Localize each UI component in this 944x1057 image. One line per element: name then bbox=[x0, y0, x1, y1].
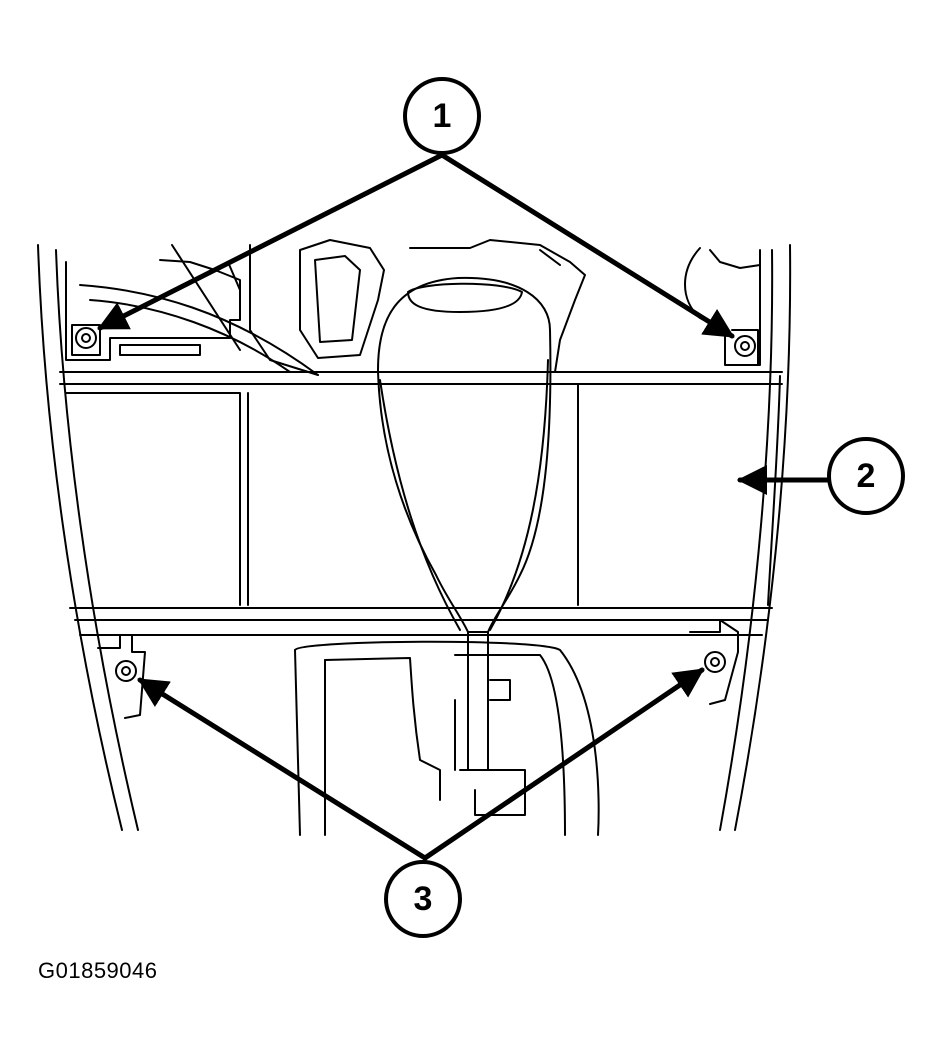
callout-2-label: 2 bbox=[857, 457, 876, 495]
shift-mechanism-block bbox=[299, 239, 385, 359]
callout-2: 2 bbox=[827, 437, 905, 515]
console-right-outer-edge bbox=[734, 244, 792, 831]
upper-right-bracket bbox=[684, 247, 761, 366]
shifter-shaft bbox=[467, 631, 489, 771]
shift-knob-cap bbox=[407, 282, 523, 313]
shift-gate-plate bbox=[294, 640, 600, 836]
console-left-outer-edge bbox=[37, 244, 123, 831]
callout-1-label: 1 bbox=[433, 97, 452, 135]
shift-knob bbox=[377, 276, 552, 633]
trim-panel-left-compartment bbox=[65, 392, 241, 606]
screw-upper-left bbox=[75, 327, 97, 349]
leader-arrow-3-left bbox=[137, 677, 428, 861]
callout-3-label: 3 bbox=[414, 880, 433, 918]
figure-id: G01859046 bbox=[38, 958, 158, 983]
lower-right-tab bbox=[689, 619, 739, 705]
leader-arrow-1-right bbox=[439, 152, 735, 339]
trim-panel-right-edge bbox=[767, 375, 781, 606]
screw-lower-right bbox=[704, 651, 726, 673]
console-left-inner-edge bbox=[55, 249, 139, 831]
screw-lower-left bbox=[115, 660, 137, 682]
callout-3: 3 bbox=[384, 860, 462, 938]
console-right-inner-edge bbox=[719, 249, 774, 831]
screw-upper-right bbox=[734, 335, 756, 357]
leader-arrow-3-right bbox=[422, 667, 705, 861]
callout-1: 1 bbox=[403, 77, 481, 155]
leader-arrow-1-left bbox=[97, 152, 445, 331]
upper-left-bracket bbox=[65, 259, 241, 361]
